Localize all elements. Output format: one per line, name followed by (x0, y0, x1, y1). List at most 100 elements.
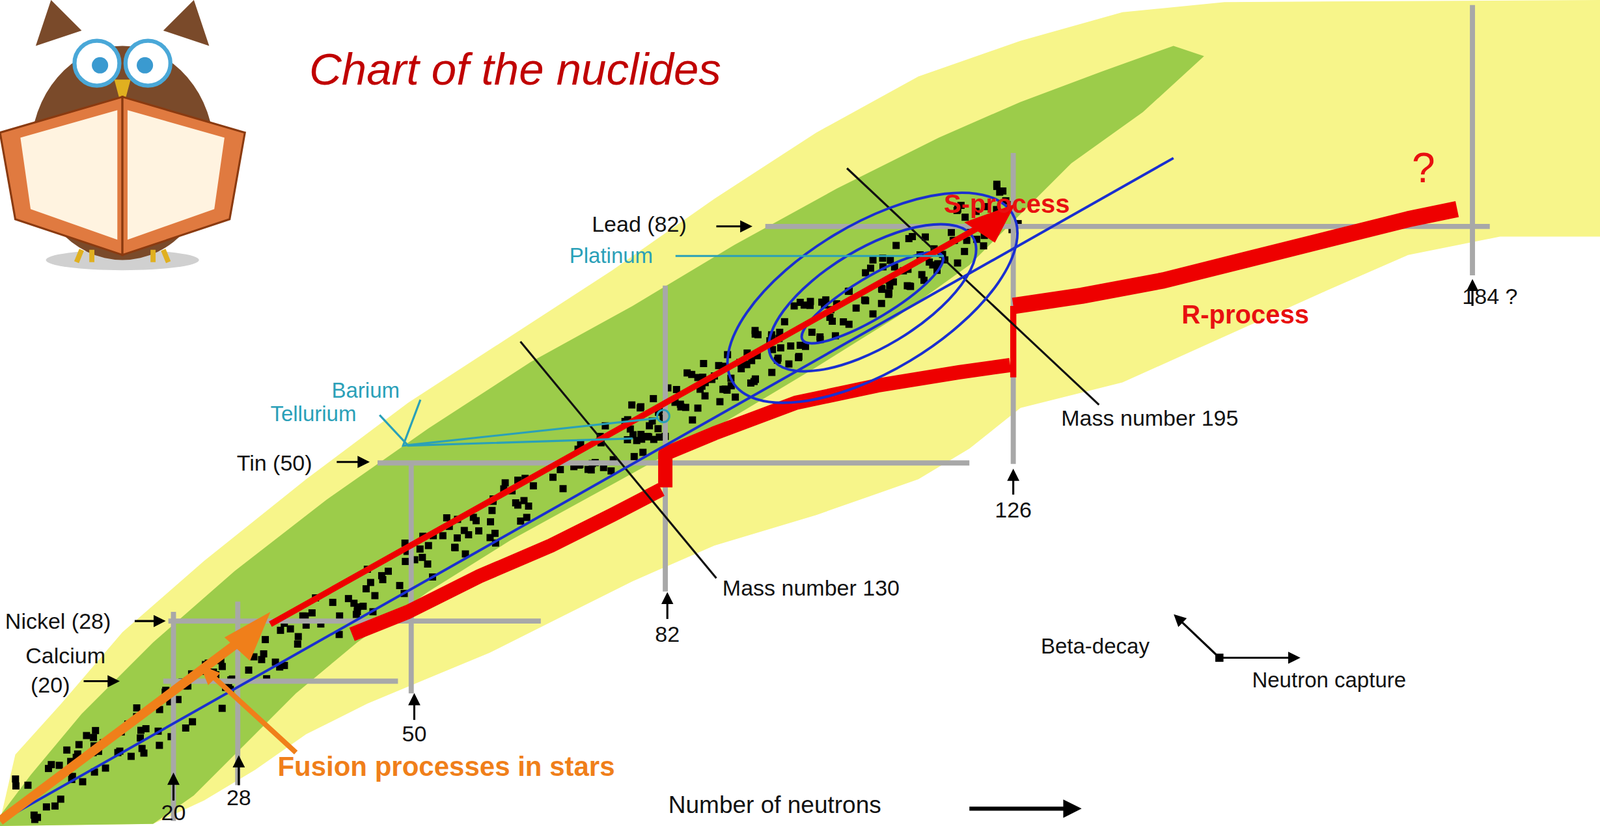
element-leaders (379, 255, 944, 446)
stable-isotope (423, 560, 431, 568)
stable-isotope (55, 761, 64, 769)
stable-isotope (401, 557, 409, 566)
stable-isotope (257, 656, 265, 664)
stable-isotope (716, 398, 724, 406)
stable-isotope (993, 180, 1001, 189)
stable-isotope (786, 342, 795, 350)
magic-number: 126 (994, 497, 1032, 523)
stable-isotope (453, 534, 461, 542)
stable-isotope (11, 775, 19, 783)
stable-isotope (751, 330, 759, 338)
stable-isotope (529, 482, 538, 490)
legend-text: Neutron capture (1251, 667, 1407, 693)
stable-isotope (89, 734, 97, 742)
stable-isotope (806, 302, 814, 310)
fusion-pointer (208, 673, 296, 753)
magic-number: 28 (226, 785, 252, 811)
stable-isotope (416, 545, 424, 553)
stable-isotope (488, 507, 496, 515)
stable-isotope (790, 302, 799, 310)
stable-isotope (649, 395, 657, 403)
stable-isotope (516, 517, 525, 525)
stable-isotope (486, 518, 495, 526)
stable-isotope (688, 416, 696, 424)
magic-number-lines (163, 5, 1490, 821)
stable-isotope (472, 516, 480, 525)
stable-isotope (12, 782, 20, 790)
stable-isotope (75, 740, 83, 748)
stable-isotope (523, 513, 531, 521)
legend-dot (1215, 653, 1224, 663)
stable-isotope (723, 386, 731, 394)
stable-isotope (903, 281, 911, 290)
stable-isotope (980, 242, 988, 250)
element-label: Barium (331, 378, 400, 403)
neutron-axis-head (1062, 799, 1082, 818)
fusion-head (224, 611, 271, 661)
pointer-arrows (83, 226, 1474, 801)
stable-isotope (24, 781, 32, 789)
stable-isotope (654, 425, 662, 433)
stable-isotope (182, 724, 190, 732)
mass-line (846, 168, 1099, 405)
stable-isotope (287, 625, 295, 633)
stable-isotope (683, 369, 691, 377)
stable-isotope (451, 544, 459, 552)
stable-isotope (140, 749, 148, 758)
s-process-path (270, 222, 988, 625)
known-isotope-region (0, 46, 1205, 826)
stable-isotope (379, 576, 387, 584)
process-label: R-process (1181, 299, 1310, 330)
stable-isotope (63, 746, 71, 754)
stable-isotope (878, 300, 886, 308)
mass-label: Mass number 195 (1061, 405, 1239, 431)
stable-isotope (396, 581, 404, 590)
stable-isotope (512, 499, 520, 507)
axis-label: Number of neutrons (668, 791, 882, 820)
stable-isotope (30, 811, 38, 819)
stable-isotope (630, 453, 638, 461)
stable-isotope (694, 404, 702, 412)
stable-isotope (731, 393, 739, 401)
stable-isotope (559, 484, 567, 493)
stable-isotope (808, 328, 816, 336)
stable-isotope (636, 404, 644, 412)
stable-isotope (892, 242, 900, 250)
stable-isotope (42, 803, 51, 811)
element-label: Lead (82) (591, 211, 687, 237)
abundance-line (10, 158, 1174, 817)
stable-isotope (794, 354, 802, 362)
neutron-axis-arrow (969, 806, 1072, 811)
r-process-path (352, 208, 1458, 635)
stable-isotope (102, 764, 110, 773)
stable-isotope (628, 401, 636, 409)
fusion-arrow (0, 637, 245, 821)
stable-isotope (816, 333, 824, 341)
stable-isotope (276, 626, 284, 635)
stable-isotope (637, 435, 646, 443)
stable-isotope (645, 422, 653, 430)
stable-isotope (439, 531, 447, 539)
magic-number: 82 (654, 621, 680, 648)
stable-isotope (245, 666, 253, 674)
stable-isotope (954, 259, 962, 267)
stable-isotope (137, 727, 145, 735)
stable-isotope (737, 365, 745, 373)
stable-isotope (828, 317, 836, 325)
stable-isotope (785, 360, 793, 368)
mass-label: Mass number 130 (722, 575, 900, 601)
magic-number: 50 (402, 721, 428, 747)
stable-isotope (556, 466, 564, 474)
stable-isotope (82, 732, 90, 740)
stable-isotope (57, 795, 65, 803)
stable-isotope (127, 753, 135, 761)
stable-isotope (750, 378, 758, 386)
stable-isotope (520, 497, 528, 505)
element-label: Nickel (28) (5, 608, 111, 635)
element-label: Tellurium (270, 401, 357, 427)
stable-isotope (78, 778, 86, 786)
stable-isotopes (11, 180, 1022, 824)
owl-mascot (0, 0, 245, 271)
